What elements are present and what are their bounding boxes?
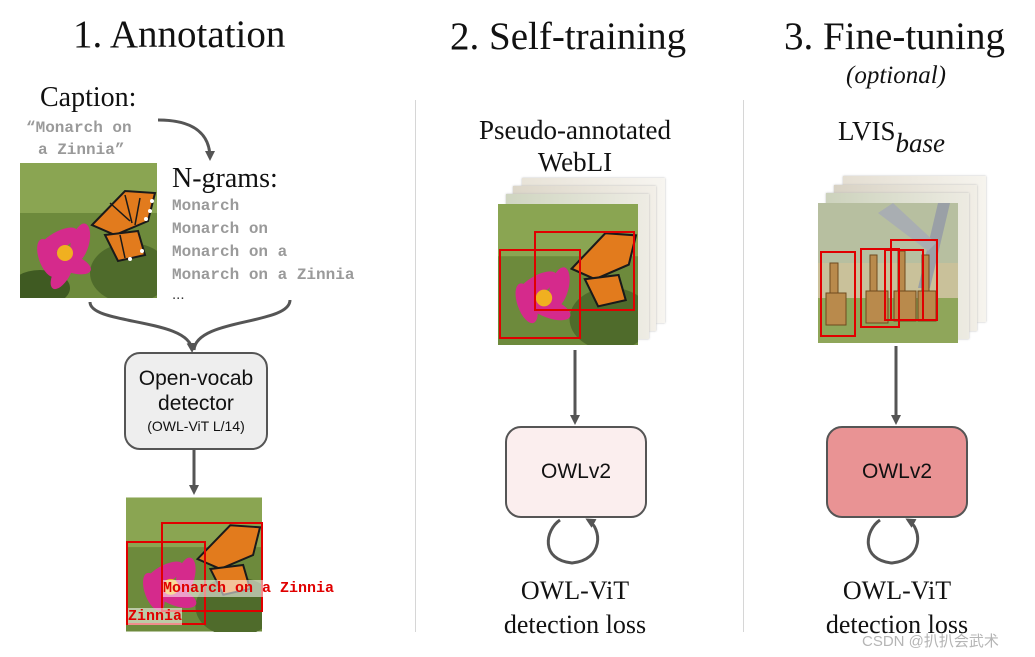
fine-tuning-loop-arrow <box>866 518 920 565</box>
giraffe-front-image <box>818 203 958 343</box>
owlv2-fine-tuning-label: OWLv2 <box>861 460 932 483</box>
loss-line1: OWL-ViT <box>842 576 952 605</box>
caption-label: Caption: <box>40 82 137 113</box>
webli-label-line1: Pseudo-annotated <box>479 115 671 145</box>
divider-right <box>743 100 744 632</box>
webli-dataset-label: Pseudo-annotated WebLI <box>455 114 695 178</box>
webli-front-image <box>498 204 638 345</box>
ngram-item: Monarch on a Zinnia <box>172 266 355 284</box>
loss-line2: detection loss <box>825 610 969 639</box>
ngram-item: Monarch on a <box>172 243 288 261</box>
detection-box-monarch <box>161 522 263 612</box>
detection-label-monarch: Monarch on a Zinnia <box>163 580 335 597</box>
caption-text-line2: a Zinnia” <box>38 141 125 159</box>
step-title-annotation: 1. Annotation <box>73 13 286 56</box>
open-vocab-detector-box: Open-vocab detector (OWL-ViT L/14) <box>124 352 268 450</box>
pseudo-box-zinnia <box>499 249 581 339</box>
owlv2-fine-tuning-box: OWLv2 <box>826 426 968 518</box>
loss-line1: OWL-ViT <box>520 576 630 605</box>
step-subtitle-optional: (optional) <box>846 62 946 89</box>
step-title-self-training: 2. Self-training <box>450 15 687 58</box>
ngram-item: Monarch <box>172 197 240 215</box>
self-training-loss-label: OWL-ViT detection loss <box>470 574 680 642</box>
pseudo-box-monarch <box>534 231 635 311</box>
lvis-label-main: LVIS <box>838 116 896 146</box>
owlv2-self-training-box: OWLv2 <box>505 426 647 518</box>
self-training-loop-arrow <box>546 518 600 565</box>
owlv2-self-training-label: OWLv2 <box>540 460 611 483</box>
gt-box-giraffe <box>820 251 856 337</box>
loss-line2: detection loss <box>503 610 647 639</box>
gt-box-giraffe <box>890 239 938 321</box>
butterfly-input-image <box>20 163 157 298</box>
ngram-ellipsis: ... <box>172 286 185 303</box>
lvis-label-subscript: base <box>895 128 946 158</box>
detector-model-name: (OWL-ViT L/14) <box>147 418 245 434</box>
ngrams-label: N-grams: <box>172 163 278 194</box>
caption-to-ngrams-arrow <box>157 118 215 161</box>
ngrams-to-detector-arrow <box>192 299 292 351</box>
webli-label-line2: WebLI <box>537 147 613 177</box>
fine-tuning-loss-label: OWL-ViT detection loss <box>792 574 1002 642</box>
lvis-base-label: LVISbase <box>838 116 945 158</box>
detector-title-line2: detector <box>158 392 234 415</box>
ngram-item: Monarch on <box>172 220 269 238</box>
caption-text-line1: “Monarch on <box>26 119 132 137</box>
image-to-detector-arrow <box>88 301 197 353</box>
step-title-fine-tuning: 3. Fine-tuning <box>784 15 1005 58</box>
divider-left <box>415 100 416 632</box>
detection-label-zinnia: Zinnia <box>128 608 183 625</box>
csdn-watermark: CSDN @扒扒会武术 <box>862 633 999 650</box>
detector-title-line1: Open-vocab <box>138 367 254 390</box>
gt-box-giraffe <box>860 248 900 328</box>
